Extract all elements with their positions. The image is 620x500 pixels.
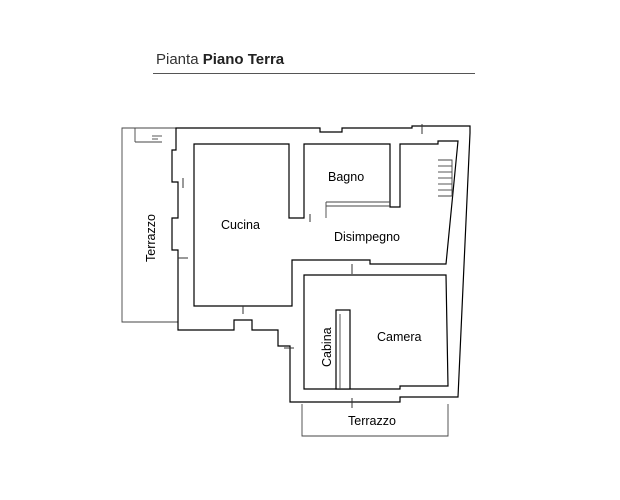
label-bagno: Bagno (328, 170, 364, 184)
label-disimpegno: Disimpegno (334, 230, 400, 244)
title-underline (153, 73, 475, 74)
plan-title-emphasis: Piano Terra (202, 51, 285, 68)
exterior-walls (171, 125, 471, 403)
stair-symbol (438, 159, 453, 197)
label-terrazzo-west: Terrazzo (144, 214, 158, 262)
plan-title: Pianta Piano Terra (156, 51, 284, 68)
bagno-partition (325, 201, 390, 218)
opening-ticks (178, 124, 423, 408)
label-camera: Camera (377, 330, 422, 344)
plan-title-prefix: Pianta (156, 51, 199, 68)
terrace-west-outline (121, 127, 232, 323)
terrace-south-outline (301, 404, 449, 437)
label-cabina: Cabina (320, 327, 334, 367)
label-terrazzo-south: Terrazzo (348, 414, 396, 428)
label-cucina: Cucina (221, 218, 260, 232)
cabina-partition (335, 309, 351, 390)
